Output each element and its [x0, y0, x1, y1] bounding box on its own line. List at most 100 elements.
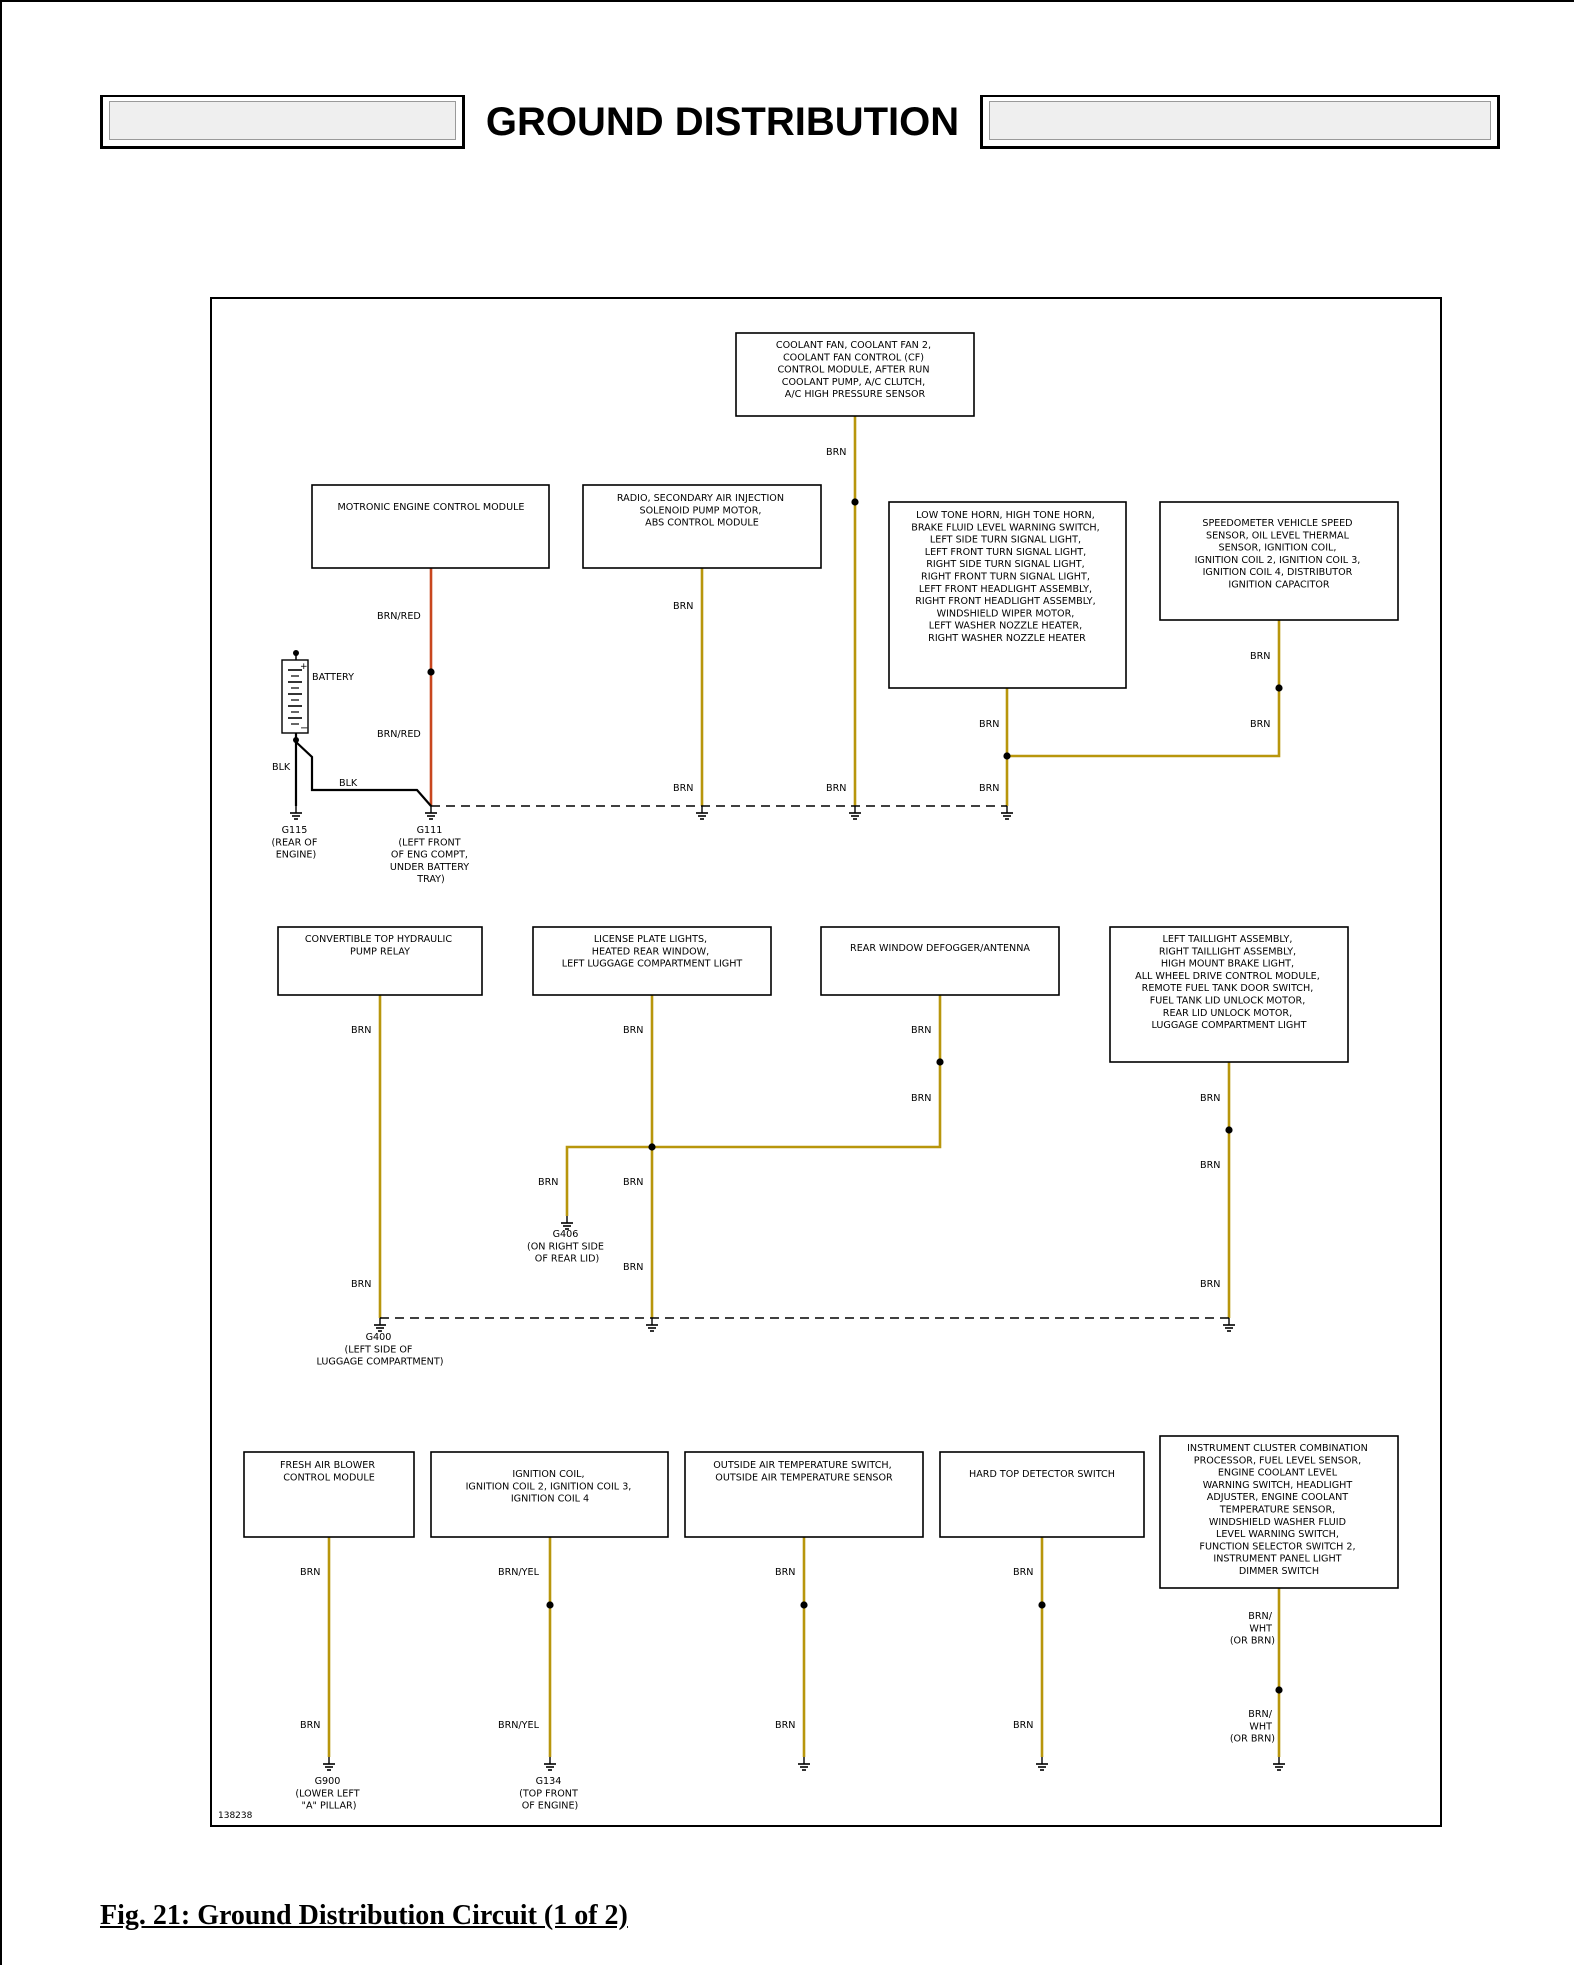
wire-label-brn-license-mid: BRN	[623, 1177, 643, 1188]
ground-symbol-horn	[1000, 805, 1014, 820]
splice-dots-3	[546, 1601, 1283, 1694]
wire-speedo	[1007, 620, 1281, 758]
diagram-frame	[210, 297, 1442, 1827]
wire-label-brn-yel-bottom: BRN/YEL	[498, 1720, 540, 1731]
component-taillights	[1109, 926, 1349, 1063]
figure-caption: Fig. 21: Ground Distribution Circuit (1 …	[100, 1900, 628, 1931]
component-license-plate	[532, 926, 772, 996]
wire-label-brn-yel-top: BRN/YEL	[498, 1567, 540, 1578]
component-instrument-cluster	[1159, 1435, 1399, 1589]
component-instrument-cluster-label: INSTRUMENT CLUSTER COMBINATION PROCESSOR…	[1187, 1443, 1371, 1577]
wire-label-brn-license-top: BRN	[623, 1025, 643, 1036]
battery-minus: −	[300, 723, 308, 734]
splice-dots-2	[648, 1058, 1233, 1151]
wire-label-brn-taillight-mid: BRN	[1200, 1160, 1220, 1171]
wire-label-brn-defogger-top: BRN	[911, 1025, 931, 1036]
ground-symbol-g134	[543, 1756, 557, 1771]
component-radio-abs	[582, 484, 822, 569]
ground-label-g400: G400 (LEFT SIDE OF LUGGAGE COMPARTMENT)	[317, 1332, 444, 1368]
wire-label-brn-horn-bottom: BRN	[979, 783, 999, 794]
wire-g406	[565, 1145, 652, 1216]
header-bar-left	[100, 95, 465, 149]
wire-label-brn-speedo-bottom: BRN	[1250, 719, 1270, 730]
page-title: GROUND DISTRIBUTION	[485, 100, 960, 144]
wire-label-brn-red-2: BRN/RED	[377, 729, 421, 740]
wire-label-brn-blower-bottom: BRN	[300, 1720, 320, 1731]
ground-symbol-radio	[695, 805, 709, 820]
component-coolant-fan	[735, 332, 975, 417]
ground-symbol-coolant	[848, 805, 862, 820]
component-horn-lights	[888, 501, 1127, 689]
component-speedometer-sensors-label: SPEEDOMETER VEHICLE SPEED SENSOR, OIL LE…	[1195, 518, 1364, 591]
diagram-id: 138238	[218, 1811, 253, 1821]
wire-label-brn-red-1: BRN/RED	[377, 611, 421, 622]
ground-label-g134: G134 (TOP FRONT OF ENGINE)	[519, 1776, 581, 1812]
ground-label-g115: G115 (REAR OF ENGINE)	[272, 825, 321, 861]
wire-label-brn-radio-bottom: BRN	[673, 783, 693, 794]
component-ignition-coils-label: IGNITION COIL, IGNITION COIL 2, IGNITION…	[466, 1469, 635, 1505]
wire-battery-g111	[295, 741, 432, 807]
wire-defogger	[652, 995, 942, 1149]
wire-label-brn-convertible-top: BRN	[351, 1025, 371, 1036]
ground-label-g111: G111 (LEFT FRONT OF ENG COMPT, UNDER BAT…	[390, 825, 472, 885]
component-taillights-label: LEFT TAILLIGHT ASSEMBLY, RIGHT TAILLIGHT…	[1135, 934, 1323, 1031]
ground-symbol-license	[645, 1317, 659, 1332]
wire-label-brn-convertible-bottom: BRN	[351, 1279, 371, 1290]
ground-symbol-g406	[560, 1215, 574, 1230]
wire-label-brn-hardtop-top: BRN	[1013, 1567, 1033, 1578]
component-hard-top-switch	[939, 1451, 1145, 1538]
ground-symbol-g111	[424, 805, 438, 820]
component-convertible-relay	[277, 926, 483, 996]
wire-label-brn-taillight-top: BRN	[1200, 1093, 1220, 1104]
wire-label-brn-wht-bottom: BRN/ WHT (OR BRN)	[1230, 1709, 1275, 1745]
ground-symbol-taillight	[1222, 1317, 1236, 1332]
ground-symbol-hardtop	[1035, 1756, 1049, 1771]
wire-label-brn-speedo-top: BRN	[1250, 651, 1270, 662]
ground-symbol-g900	[322, 1756, 336, 1771]
wire-label-brn-horn-top: BRN	[979, 719, 999, 730]
component-defogger-label: REAR WINDOW DEFOGGER/ANTENNA	[850, 943, 1030, 954]
wire-label-blk-2: BLK	[339, 778, 358, 789]
component-motronic-ecm-label: MOTRONIC ENGINE CONTROL MODULE	[338, 502, 525, 513]
component-speedometer-sensors	[1159, 501, 1399, 621]
battery-icon	[281, 650, 309, 743]
ground-symbol-g400	[373, 1317, 387, 1332]
wire-label-brn-coolant-top: BRN	[826, 447, 846, 458]
component-motronic-ecm	[311, 484, 550, 569]
component-ignition-coils	[430, 1451, 669, 1538]
wire-label-brn-hardtop-bottom: BRN	[1013, 1720, 1033, 1731]
component-fresh-air-blower	[243, 1451, 415, 1538]
battery-plus: +	[300, 662, 308, 672]
header-bar-right	[980, 95, 1500, 149]
wire-label-brn-license-bottom: BRN	[623, 1262, 643, 1273]
component-convertible-relay-label: CONVERTIBLE TOP HYDRAULIC PUMP RELAY	[305, 934, 455, 957]
wire-label-brn-taillight-bottom: BRN	[1200, 1279, 1220, 1290]
splice-dots-1	[427, 498, 1283, 760]
component-defogger	[820, 926, 1060, 996]
wire-label-brn-outside-top: BRN	[775, 1567, 795, 1578]
component-horn-lights-label: LOW TONE HORN, HIGH TONE HORN, BRAKE FLU…	[911, 510, 1103, 644]
component-fresh-air-blower-label: FRESH AIR BLOWER CONTROL MODULE	[280, 1460, 378, 1483]
wire-label-brn-radio-top: BRN	[673, 601, 693, 612]
wire-label-brn-outside-bottom: BRN	[775, 1720, 795, 1731]
wire-label-brn-defogger-bottom: BRN	[911, 1093, 931, 1104]
component-license-plate-label: LICENSE PLATE LIGHTS, HEATED REAR WINDOW…	[562, 934, 743, 970]
ground-label-g406: G406 (ON RIGHT SIDE OF REAR LID)	[527, 1229, 607, 1265]
component-outside-air-temp-label: OUTSIDE AIR TEMPERATURE SWITCH, OUTSIDE …	[713, 1460, 895, 1483]
wire-label-brn-wht-top: BRN/ WHT (OR BRN)	[1230, 1611, 1275, 1647]
wire-label-brn-g406: BRN	[538, 1177, 558, 1188]
ground-symbol-outside-air	[797, 1756, 811, 1771]
component-hard-top-switch-label: HARD TOP DETECTOR SWITCH	[969, 1469, 1115, 1480]
battery-label: BATTERY	[312, 672, 354, 683]
component-radio-abs-label: RADIO, SECONDARY AIR INJECTION SOLENOID …	[617, 493, 787, 529]
wire-label-blk-1: BLK	[272, 762, 291, 773]
ground-symbol-g115	[289, 805, 303, 820]
ground-symbol-cluster	[1272, 1756, 1286, 1771]
wire-label-brn-coolant-bottom: BRN	[826, 783, 846, 794]
wire-label-brn-blower-top: BRN	[300, 1567, 320, 1578]
component-outside-air-temp	[684, 1451, 924, 1538]
component-coolant-fan-label: COOLANT FAN, COOLANT FAN 2, COOLANT FAN …	[776, 340, 934, 400]
ground-label-g900: G900 (LOWER LEFT "A" PILLAR)	[295, 1776, 362, 1812]
